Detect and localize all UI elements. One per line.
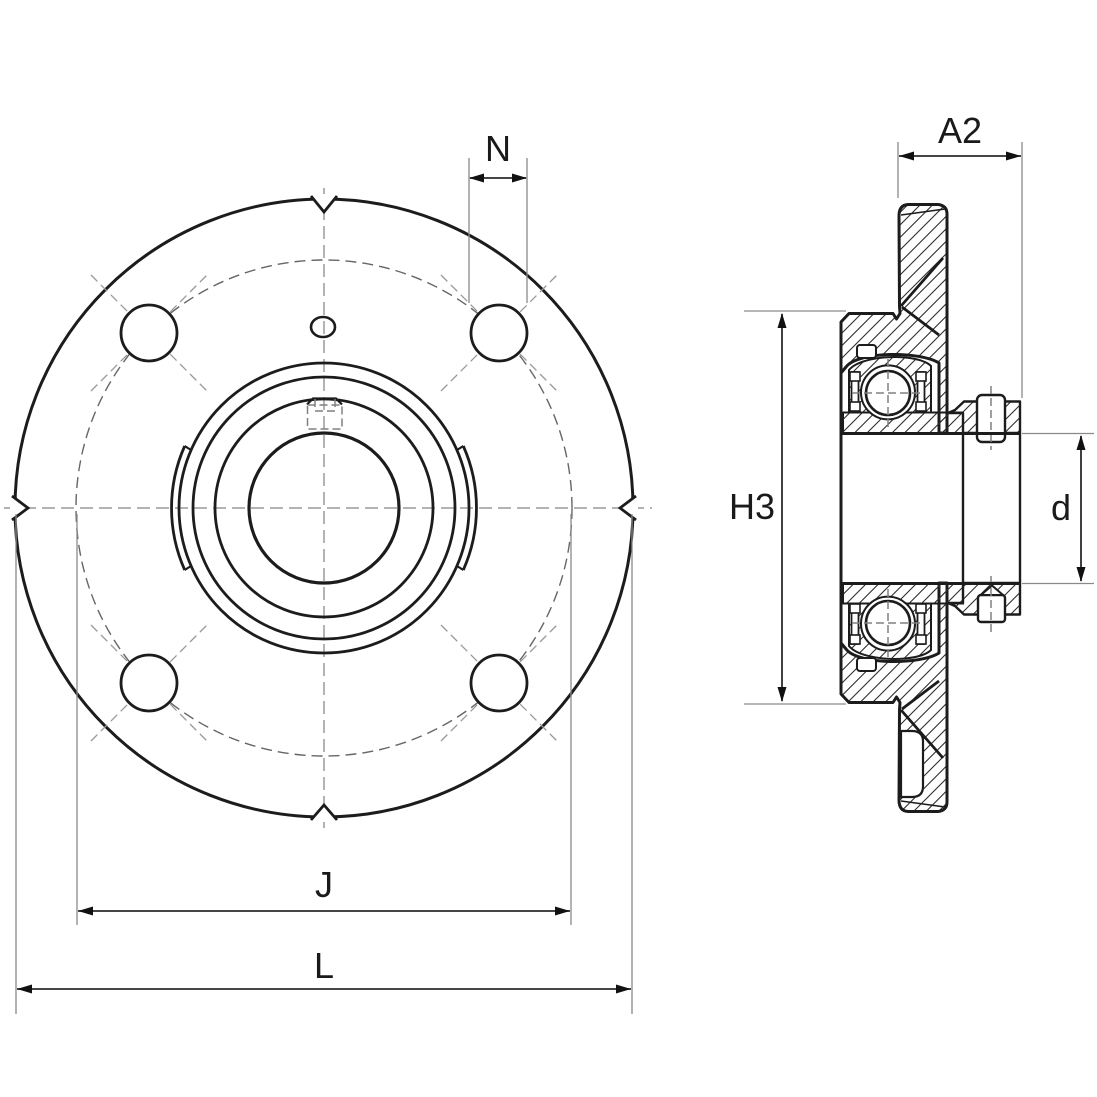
- bolt-holes: [90, 274, 558, 742]
- seal-details: [849, 371, 927, 645]
- dimension-label-d: d: [1051, 487, 1071, 528]
- dimension-label-H3: H3: [729, 486, 775, 527]
- bolt-circle: [75, 259, 573, 757]
- outer-ring-tab-top: [856, 344, 877, 359]
- bore-edges: [839, 322, 1022, 694]
- spherical-od-arcs: [170, 445, 478, 571]
- set-screw-bottom: [976, 576, 1007, 634]
- front-view: [4, 188, 652, 830]
- ball-top: [852, 359, 924, 427]
- dimension-d: d: [1022, 432, 1094, 585]
- dimension-label-L: L: [314, 945, 334, 986]
- bolt-hole: [90, 624, 208, 742]
- dimension-L: L: [15, 514, 633, 1014]
- dimension-label-J: J: [315, 864, 333, 905]
- side-section-view: [839, 203, 1022, 813]
- seal-outer-circle: [191, 375, 457, 641]
- dimension-A2: A2: [897, 110, 1023, 398]
- bolt-hole: [90, 274, 208, 392]
- dimensions: N A2 H3 d: [15, 110, 1094, 1014]
- outer-ring-tab-bottom: [856, 657, 877, 672]
- flange-bolt-slot: [899, 729, 925, 799]
- dimension-H3: H3: [729, 310, 846, 705]
- shaft-bore-circle: [247, 431, 401, 585]
- outer-ring-bottom: [848, 602, 932, 660]
- dimension-label-A2: A2: [938, 110, 982, 151]
- set-screw-top: [975, 386, 1007, 450]
- ball-bottom: [852, 589, 924, 657]
- flange-notches: [10, 194, 638, 822]
- dimension-J: J: [76, 514, 572, 925]
- inner-ring-bottom: [842, 582, 964, 605]
- grease-hole: [309, 315, 337, 339]
- bolt-hole: [440, 274, 558, 392]
- bolt-hole: [440, 624, 558, 742]
- dimension-label-N: N: [485, 128, 511, 169]
- keyway: [306, 397, 343, 430]
- cast-transition-edges: [899, 208, 946, 808]
- inner-ring-top: [842, 411, 964, 434]
- outer-ring-top: [848, 356, 932, 414]
- bearing-outer-ring-face-circle: [177, 361, 471, 655]
- dimension-N: N: [468, 128, 528, 303]
